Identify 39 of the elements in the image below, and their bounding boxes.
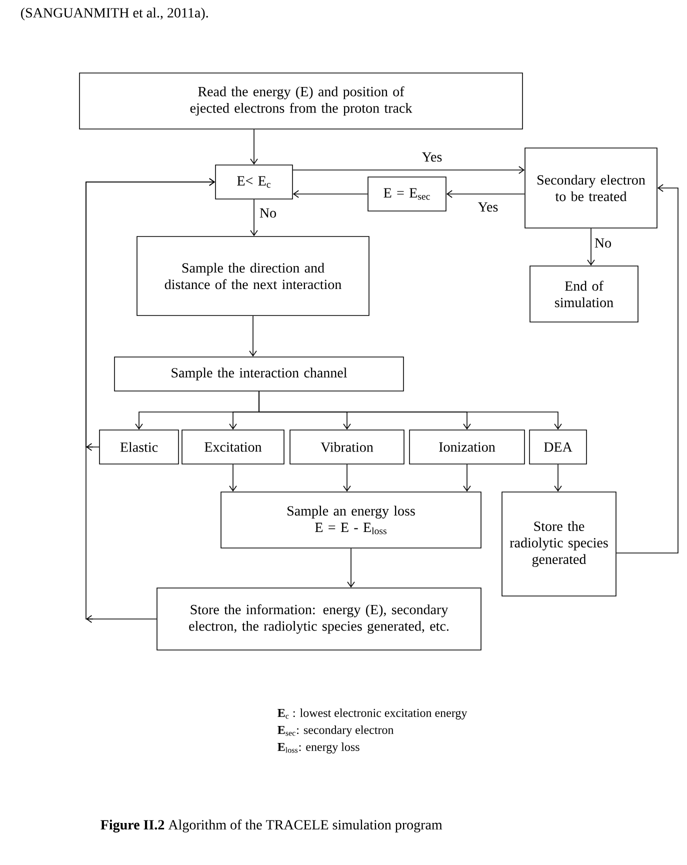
arrow <box>463 464 471 492</box>
process-box: Vibration <box>290 430 404 464</box>
process-box: Sample an energy loss E = E - E$_{loss}$ <box>220 492 482 548</box>
edge-label: Yes <box>476 201 500 213</box>
process-box: Ionization <box>409 430 525 464</box>
arrow <box>249 316 257 357</box>
arrow <box>347 548 355 588</box>
arrow <box>229 464 237 492</box>
arrow <box>250 129 258 165</box>
arrow <box>343 464 351 492</box>
arrow <box>587 228 595 266</box>
process-box: E< E$_{c}$ <box>215 164 293 200</box>
arrow <box>292 166 525 174</box>
legend-note: E$_{sec}$: secondary electron <box>278 726 394 736</box>
process-box: DEA <box>529 430 587 464</box>
arrow <box>554 464 562 492</box>
arrow <box>86 178 216 623</box>
arrow <box>250 199 258 236</box>
process-box: Read the energy (E) and position of ejected electrons from the proton track <box>79 72 523 130</box>
arrow <box>258 391 562 430</box>
edge-label: Yes <box>420 151 444 163</box>
arrow <box>446 190 525 198</box>
edge-label: No <box>593 237 613 249</box>
process-box: Elastic <box>99 430 179 464</box>
process-box: Store the radiolytic species generated <box>502 492 616 596</box>
legend-note: E$_{c}$ : lowest electronic excitation energy <box>278 708 468 720</box>
edge-label: No <box>258 207 278 219</box>
caption: Figure II.2 Algorithm of the TRACELE simulation program <box>100 820 442 832</box>
process-box: E = E$_{sec}$ <box>368 176 446 212</box>
process-box: Secondary electron to be treated <box>524 148 658 228</box>
process-box: Sample the interaction channel <box>114 356 404 392</box>
arrow <box>616 184 678 554</box>
process-box: Sample the direction and distance of the next interaction <box>136 236 370 316</box>
citation: (SANGUANMITH et al., 2011a). <box>21 8 208 20</box>
process-box: End of simulation <box>530 266 638 322</box>
process-box: Excitation <box>182 430 284 464</box>
process-box: Store the information: energy (E), secondary electron, the radiolytic species generated, etc. <box>156 588 482 650</box>
legend-note: E$_{loss}$: energy loss <box>278 742 360 754</box>
arrow <box>292 190 368 198</box>
